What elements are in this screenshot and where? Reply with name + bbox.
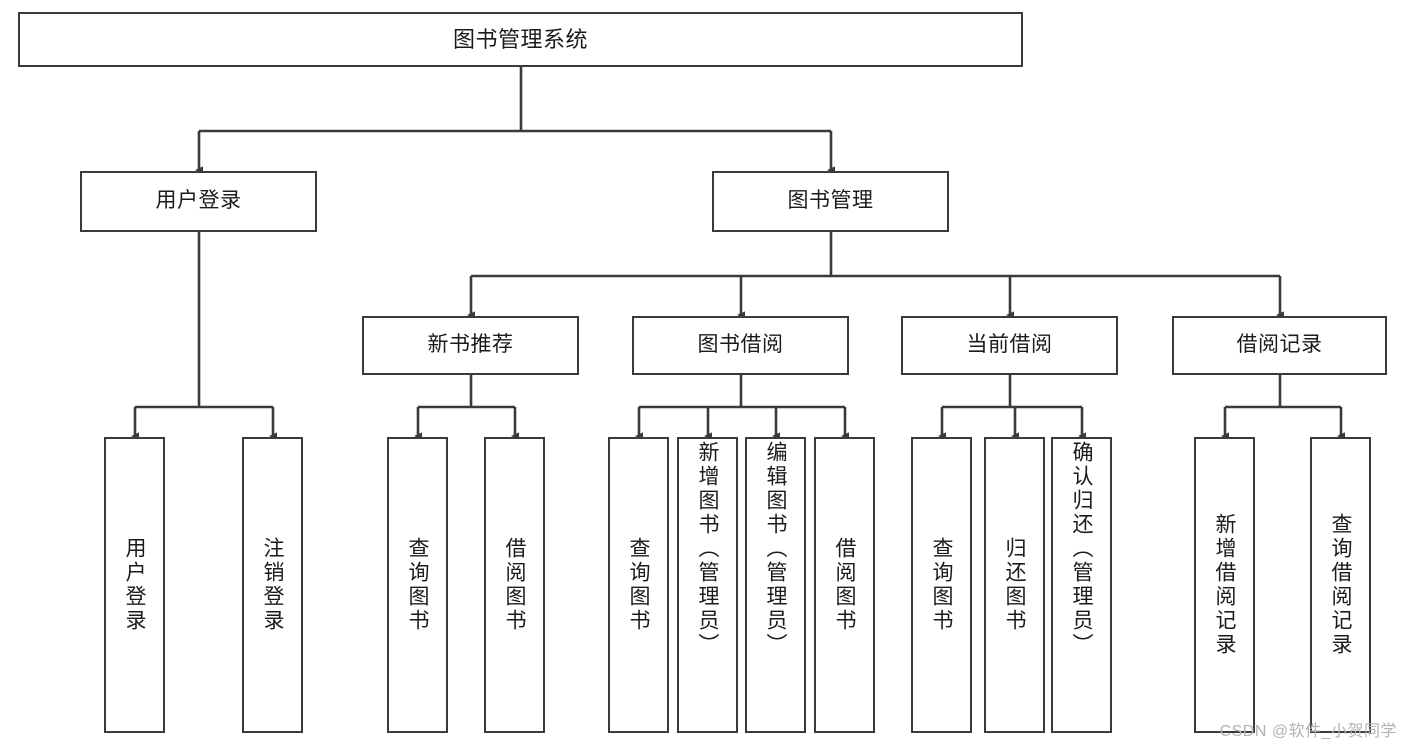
- node-label: 注销登录: [261, 537, 284, 633]
- node-label: 查询借阅记录: [1329, 513, 1352, 657]
- node-label: 图书借阅: [697, 333, 784, 357]
- node-leaf-borrow-book[interactable]: 借阅图书: [814, 437, 875, 733]
- node-current-borrow[interactable]: 当前借阅: [901, 316, 1118, 375]
- node-leaf-confirm-return[interactable]: 确认归还（管理员）: [1051, 437, 1112, 733]
- node-leaf-add-book[interactable]: 新增图书（管理员）: [677, 437, 738, 733]
- node-label: 查询图书: [930, 537, 953, 633]
- node-label: 用户登录: [123, 537, 146, 633]
- node-leaf-query-book-cur[interactable]: 查询图书: [911, 437, 972, 733]
- node-label: 图书管理系统: [452, 26, 588, 52]
- node-leaf-query-record[interactable]: 查询借阅记录: [1310, 437, 1371, 733]
- node-leaf-logout[interactable]: 注销登录: [242, 437, 303, 733]
- node-label: 确认归还（管理员）: [1070, 441, 1093, 657]
- node-leaf-query-book-rec[interactable]: 查询图书: [387, 437, 448, 733]
- node-label: 查询图书: [406, 537, 429, 633]
- node-label: 借阅图书: [833, 537, 856, 633]
- node-book-manage[interactable]: 图书管理: [712, 171, 949, 232]
- node-leaf-user-login[interactable]: 用户登录: [104, 437, 165, 733]
- node-label: 编辑图书（管理员）: [764, 441, 787, 657]
- node-label: 归还图书: [1003, 537, 1026, 633]
- node-borrow-record[interactable]: 借阅记录: [1172, 316, 1387, 375]
- node-leaf-edit-book[interactable]: 编辑图书（管理员）: [745, 437, 806, 733]
- watermark-text: CSDN @软件_小贺同学: [1219, 723, 1397, 740]
- node-new-book-rec[interactable]: 新书推荐: [362, 316, 579, 375]
- node-leaf-return-book[interactable]: 归还图书: [984, 437, 1045, 733]
- node-root[interactable]: 图书管理系统: [18, 12, 1023, 67]
- node-label: 借阅记录: [1236, 333, 1323, 357]
- node-label: 新增借阅记录: [1213, 513, 1236, 657]
- node-label: 借阅图书: [503, 537, 526, 633]
- node-label: 新书推荐: [427, 333, 514, 357]
- node-leaf-add-record[interactable]: 新增借阅记录: [1194, 437, 1255, 733]
- node-leaf-query-book[interactable]: 查询图书: [608, 437, 669, 733]
- node-book-borrow[interactable]: 图书借阅: [632, 316, 849, 375]
- node-leaf-borrow-book-rec[interactable]: 借阅图书: [484, 437, 545, 733]
- node-label: 图书管理: [787, 189, 874, 213]
- node-label: 用户登录: [155, 189, 242, 213]
- node-label: 新增图书（管理员）: [696, 441, 719, 657]
- node-label: 查询图书: [627, 537, 650, 633]
- node-user-login[interactable]: 用户登录: [80, 171, 317, 232]
- node-label: 当前借阅: [966, 333, 1053, 357]
